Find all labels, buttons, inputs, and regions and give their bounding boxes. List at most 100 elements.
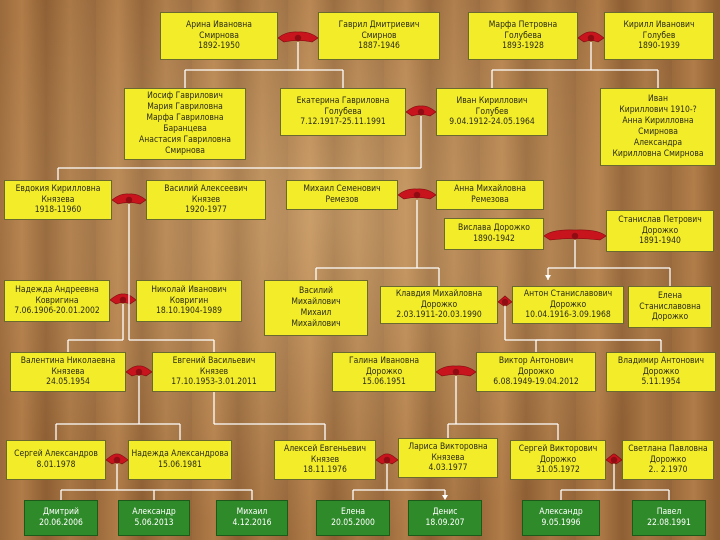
person-line: Вислава Дорожко bbox=[458, 223, 530, 234]
person-line: Анна Кирилловна bbox=[622, 116, 694, 127]
person-line: Марфа Гавриловна bbox=[146, 113, 224, 124]
person-line: Станиславовна bbox=[639, 301, 701, 312]
person-line: Сергей Викторович bbox=[518, 443, 598, 454]
person-line: Смирнов bbox=[361, 30, 397, 41]
person-line: 24.05.1954 bbox=[46, 377, 90, 388]
marriage-knot bbox=[610, 456, 618, 464]
person-line: Александр bbox=[539, 507, 583, 518]
person-line: 22.08.1991 bbox=[647, 518, 691, 528]
person-line: Дорожко bbox=[549, 299, 587, 310]
person-line: Надежда Александрова bbox=[131, 449, 229, 460]
person-line: Дорожко bbox=[641, 225, 679, 236]
person-line: Василий Алексеевич bbox=[164, 183, 248, 194]
person-line: 17.10.1953-3.01.2011 bbox=[171, 377, 257, 388]
marriage-knot bbox=[294, 34, 302, 42]
person-line: Михайлович bbox=[291, 318, 341, 329]
person-line: Надежда Андреевна bbox=[15, 284, 99, 295]
person-line: 8.01.1978 bbox=[36, 460, 76, 470]
person-line: 1892-1950 bbox=[198, 41, 240, 52]
person-line: 7.12.1917-25.11.1991 bbox=[300, 117, 386, 128]
person-line: 4.03.1977 bbox=[428, 463, 468, 474]
person-line: Князева bbox=[51, 366, 85, 377]
person-line: Ремезова bbox=[471, 195, 509, 205]
person-line: Князев bbox=[310, 454, 340, 465]
person-line: 1887-1946 bbox=[358, 41, 400, 52]
person-line: Екатерина Гавриловна bbox=[296, 95, 390, 106]
person-line: 6.08.1949-19.04.2012 bbox=[493, 377, 579, 388]
person-line: Михаил bbox=[300, 308, 332, 318]
person-line: Михаил Семенович bbox=[303, 184, 381, 195]
person-line: 10.04.1916-3.09.1968 bbox=[525, 310, 611, 321]
connector-arrow bbox=[442, 495, 448, 500]
person-line: Кирилловна Смирнова bbox=[612, 148, 704, 159]
person-line: Елена bbox=[340, 507, 366, 518]
person-line: Василий bbox=[299, 286, 333, 297]
marriage-knot bbox=[501, 298, 509, 306]
person-line: Павел bbox=[656, 507, 682, 518]
person-line: Марфа Петровна bbox=[488, 19, 558, 30]
person-line: Евгений Васильевич bbox=[172, 355, 256, 366]
person-line: Николай Иванович bbox=[151, 284, 227, 295]
person-line: 9.04.1912-24.05.1964 bbox=[449, 117, 535, 128]
person-line: Галина Ивановна bbox=[348, 355, 420, 366]
person-line: Голубев bbox=[475, 106, 509, 117]
person-line: Дорожко bbox=[642, 366, 680, 377]
marriage-knot bbox=[135, 368, 143, 376]
person-line: 7.06.1906-20.01.2002 bbox=[14, 306, 100, 317]
person-line: Иосиф Гаврилович bbox=[147, 91, 223, 102]
person-line: Лариса Викторовна bbox=[408, 441, 488, 452]
person-line: Светлана Павловна bbox=[628, 443, 708, 454]
person-line: Дорожко bbox=[365, 366, 403, 377]
person-line: Князева bbox=[41, 194, 75, 205]
person-line: Иван Кириллович bbox=[456, 95, 528, 106]
person-line: Смирнова bbox=[165, 145, 205, 156]
person-line: Ковригина bbox=[35, 295, 79, 306]
person-line: 20.05.2000 bbox=[331, 518, 375, 528]
person-line: Голубев bbox=[642, 30, 676, 41]
person-line: Смирнова bbox=[199, 30, 239, 41]
marriage-knot bbox=[119, 296, 127, 304]
person-line: Арина Ивановна bbox=[186, 19, 252, 30]
person-line: Князев bbox=[199, 366, 229, 377]
person-line: 31.05.1972 bbox=[536, 465, 580, 476]
person-line: 15.06.1981 bbox=[158, 460, 202, 470]
person-line: Валентина Николаевна bbox=[20, 355, 116, 366]
person-line: 2.. 2.1970 bbox=[648, 465, 688, 476]
person-line: Евдокия Кирилловна bbox=[15, 183, 101, 194]
marriage-knot bbox=[113, 456, 121, 464]
person-line: Станислав Петрович bbox=[618, 214, 702, 225]
person-line: 18.09.207 bbox=[425, 518, 465, 528]
person-line: 1918-11960 bbox=[34, 205, 82, 216]
marriage-knot bbox=[413, 191, 421, 199]
person-line: Дорожко bbox=[651, 312, 689, 323]
person-line: Анастасия Гавриловна bbox=[139, 134, 231, 145]
